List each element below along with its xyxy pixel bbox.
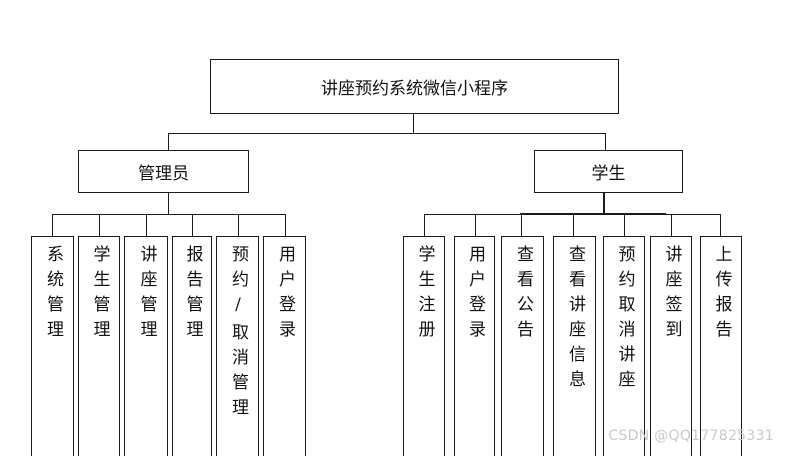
- root-node: 讲座预约系统微信小程序: [210, 59, 619, 114]
- student-leaf-view-announcements: 查看公告: [501, 236, 544, 456]
- leaf-label: 预约/取消管理: [228, 245, 248, 423]
- admin-leaf-system-management: 系统管理: [31, 236, 74, 456]
- leaf-label: 用户登录: [275, 245, 295, 345]
- student-drop-2: [475, 214, 476, 236]
- student-leaf-user-login: 用户登录: [454, 236, 495, 456]
- leaf-label: 上传报告: [711, 245, 732, 345]
- admin-leaf-user-login: 用户登录: [263, 236, 306, 456]
- leaf-label: 学生管理: [89, 245, 110, 345]
- admin-drop-5: [238, 214, 239, 236]
- admin-leaf-booking-cancel-management: 预约/取消管理: [216, 236, 259, 456]
- leaf-label: 用户登录: [465, 245, 485, 345]
- student-drop-6: [671, 214, 672, 236]
- leaf-label: 查看讲座信息: [565, 245, 585, 395]
- leaf-label: 系统管理: [43, 245, 63, 345]
- admin-drop-3: [146, 214, 147, 236]
- admin-drop-6: [285, 214, 286, 236]
- admin-node: 管理员: [78, 150, 249, 193]
- leaf-label: 查看公告: [513, 245, 533, 345]
- connector-student-bus-thick: [520, 213, 666, 215]
- connector-student-down: [603, 193, 605, 214]
- student-node-label: 学生: [591, 164, 626, 184]
- student-leaf-upload-report: 上传报告: [700, 236, 742, 456]
- admin-node-label: 管理员: [138, 164, 189, 184]
- connector-root-down: [413, 114, 414, 133]
- leaf-label: 学生注册: [414, 245, 435, 345]
- student-leaf-registration: 学生注册: [403, 236, 445, 456]
- admin-leaf-report-management: 报告管理: [172, 236, 212, 456]
- root-node-label: 讲座预约系统微信小程序: [321, 79, 508, 99]
- admin-drop-2: [99, 214, 100, 236]
- leaf-label: 报告管理: [182, 245, 203, 345]
- admin-drop-4: [192, 214, 193, 236]
- student-drop-3: [521, 214, 522, 236]
- leaf-label: 预约取消讲座: [614, 245, 635, 395]
- student-drop-1: [424, 214, 425, 236]
- student-node: 学生: [534, 150, 683, 193]
- leaf-label: 讲座签到: [661, 245, 682, 345]
- student-leaf-view-lecture-info: 查看讲座信息: [553, 236, 596, 456]
- leaf-label: 讲座管理: [136, 245, 157, 345]
- student-drop-4: [573, 214, 574, 236]
- student-drop-5: [624, 214, 625, 236]
- student-drop-7: [720, 214, 721, 236]
- student-leaf-lecture-check-in: 讲座签到: [650, 236, 692, 456]
- watermark-text: CSDN @QQ177825331: [608, 428, 774, 444]
- connector-to-admin: [168, 133, 169, 150]
- admin-leaf-lecture-management: 讲座管理: [124, 236, 168, 456]
- connector-admin-bus: [52, 214, 285, 215]
- admin-drop-1: [52, 214, 53, 236]
- connector-admin-down: [168, 193, 169, 214]
- connector-root-bus: [168, 133, 606, 134]
- connector-to-student: [605, 133, 606, 150]
- admin-leaf-student-management: 学生管理: [78, 236, 120, 456]
- student-leaf-book-cancel-lecture: 预约取消讲座: [603, 236, 645, 456]
